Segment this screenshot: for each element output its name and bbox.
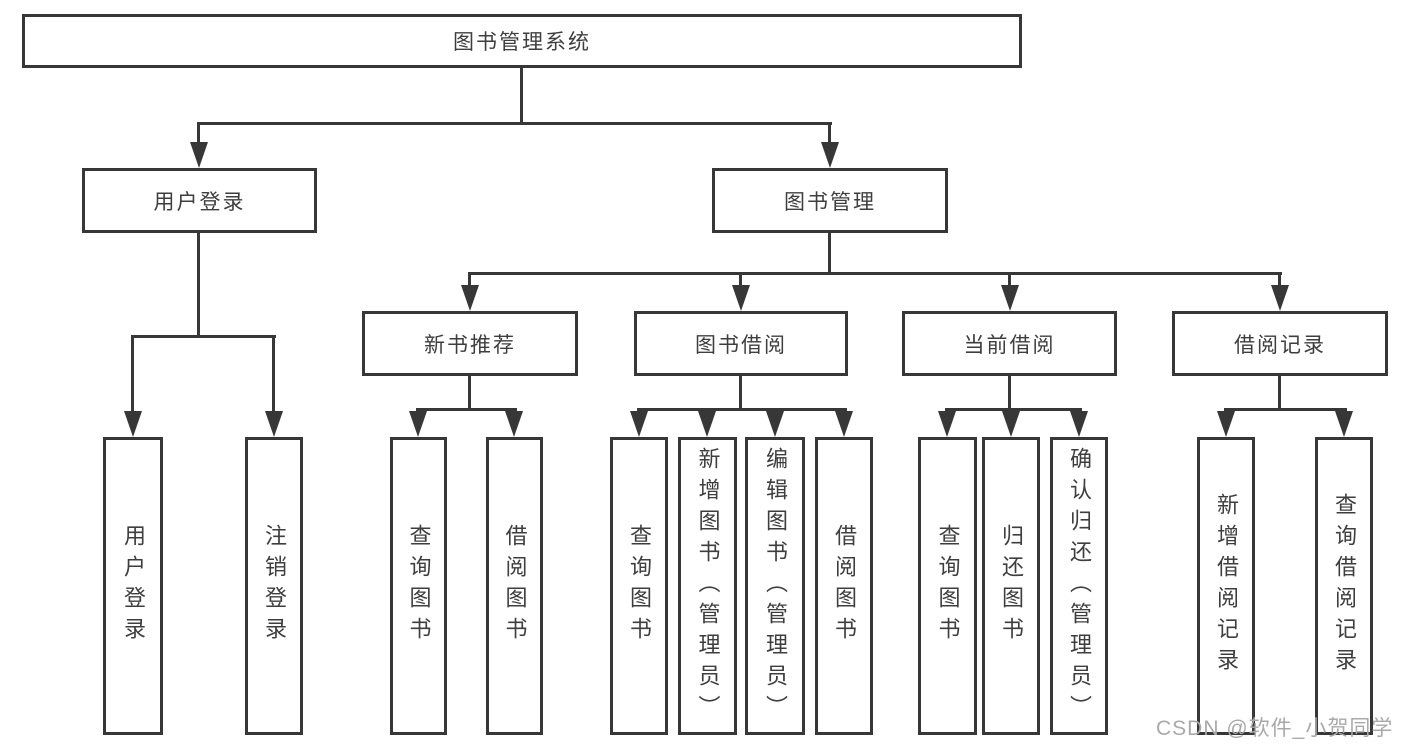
leaf-query-book-1: 查询图书 (390, 437, 447, 735)
leaf-query-book-1-label: 查询图书 (406, 524, 432, 648)
node-book-borrow: 图书借阅 (634, 311, 848, 376)
connector-current-split (945, 408, 1082, 411)
arrow-down-icon (630, 411, 648, 437)
connector-borrow-down (739, 376, 742, 411)
arrow-down-icon (1271, 285, 1289, 311)
connector-records-split (1224, 408, 1347, 411)
arrow-down-icon (505, 411, 523, 437)
leaf-borrow-book-1-label: 借阅图书 (502, 524, 528, 648)
arrow-down-icon (766, 411, 784, 437)
leaf-borrow-book-1: 借阅图书 (486, 437, 543, 735)
leaf-add-borrow-record: 新增借阅记录 (1197, 437, 1255, 735)
leaf-confirm-return-admin-label: 确认归还（管理员） (1067, 446, 1092, 726)
arrow-down-icon (1002, 411, 1020, 437)
connector-newbook-down (468, 376, 471, 411)
leaf-logout: 注销登录 (245, 437, 303, 735)
connector-book-mgmt-down (828, 232, 831, 275)
leaf-return-book: 归还图书 (982, 437, 1040, 735)
connector-newbook-split (416, 408, 517, 411)
leaf-query-borrow-record: 查询借阅记录 (1315, 437, 1373, 735)
leaf-query-borrow-record-label: 查询借阅记录 (1332, 493, 1357, 679)
leaf-add-book-admin-label: 新增图书（管理员） (695, 446, 721, 726)
node-book-management: 图书管理 (712, 168, 948, 233)
arrow-down-icon (1335, 411, 1353, 437)
arrow-down-icon (1217, 411, 1235, 437)
connector-stub-book-mgmt (828, 122, 831, 146)
node-borrow-records: 借阅记录 (1172, 311, 1388, 376)
connector-level2-split (197, 122, 832, 125)
arrow-down-icon (461, 285, 479, 311)
node-new-book-recommend: 新书推荐 (362, 311, 578, 376)
connector-level3-split (468, 272, 1282, 275)
arrow-down-icon (190, 142, 208, 168)
leaf-add-borrow-record-label: 新增借阅记录 (1214, 493, 1239, 679)
connector-user-login-split (131, 335, 276, 338)
connector-stub-level3 (1278, 272, 1281, 288)
node-book-management-label: 图书管理 (784, 190, 876, 214)
connector-stub-level3 (739, 272, 742, 288)
leaf-user-login: 用户登录 (103, 437, 163, 735)
leaf-user-login-label: 用户登录 (121, 524, 146, 648)
connector-stub-user-login (197, 122, 200, 146)
node-current-borrow-label: 当前借阅 (963, 333, 1056, 357)
connector-current-down (1008, 376, 1011, 411)
csdn-watermark: CSDN @软件_小贺同学 (1156, 717, 1394, 740)
arrow-down-icon (835, 411, 853, 437)
connector-leaf-line (272, 335, 275, 414)
arrow-down-icon (732, 285, 750, 311)
connector-records-down (1278, 376, 1281, 411)
arrow-down-icon (124, 411, 142, 437)
leaf-query-book-2: 查询图书 (610, 437, 668, 735)
leaf-edit-book-admin-label: 编辑图书（管理员） (763, 446, 788, 726)
node-current-borrow: 当前借阅 (902, 311, 1117, 376)
leaf-confirm-return-admin: 确认归还（管理员） (1050, 437, 1108, 735)
leaf-query-book-2-label: 查询图书 (627, 524, 652, 648)
connector-stub-level3 (1008, 272, 1011, 288)
arrow-down-icon (1001, 285, 1019, 311)
leaf-query-book-3: 查询图书 (918, 437, 977, 735)
arrow-down-icon (265, 411, 283, 437)
node-user-login-label: 用户登录 (153, 190, 246, 214)
connector-user-login-down (197, 232, 200, 338)
node-root-label: 图书管理系统 (453, 31, 591, 54)
leaf-return-book-label: 归还图书 (999, 524, 1024, 648)
leaf-add-book-admin: 新增图书（管理员） (678, 437, 737, 735)
arrow-down-icon (698, 411, 716, 437)
connector-root-down (520, 68, 523, 124)
node-borrow-records-label: 借阅记录 (1234, 333, 1326, 357)
arrow-down-icon (938, 411, 956, 437)
connector-stub-level3 (468, 272, 471, 288)
node-user-login: 用户登录 (82, 168, 317, 233)
arrow-down-icon (1070, 411, 1088, 437)
node-root: 图书管理系统 (22, 14, 1022, 68)
leaf-edit-book-admin: 编辑图书（管理员） (745, 437, 805, 735)
leaf-borrow-book-2-label: 借阅图书 (832, 524, 857, 648)
leaf-logout-label: 注销登录 (262, 524, 287, 648)
node-book-borrow-label: 图书借阅 (695, 333, 787, 357)
leaf-query-book-3-label: 查询图书 (935, 524, 961, 648)
arrow-down-icon (821, 142, 839, 168)
arrow-down-icon (409, 411, 427, 437)
leaf-borrow-book-2: 借阅图书 (815, 437, 873, 735)
node-new-book-recommend-label: 新书推荐 (424, 333, 516, 357)
connector-borrow-split (637, 408, 847, 411)
connector-leaf-line (131, 335, 134, 414)
